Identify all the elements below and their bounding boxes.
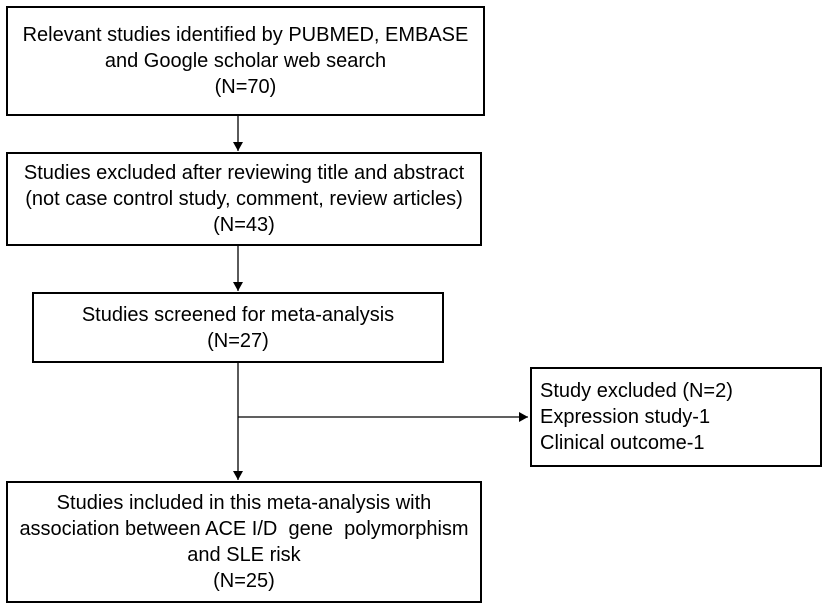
box-studies-excluded-title-abstract: Studies excluded after reviewing title a… — [6, 152, 482, 246]
box-side-excluded-line-3: Clinical outcome-1 — [540, 432, 705, 454]
box-excluded-count: (N=43) — [213, 214, 275, 236]
box-included-count: (N=25) — [213, 570, 275, 592]
box-screened-count: (N=27) — [207, 329, 269, 352]
box-studies-identified-line-2: and Google scholar web search — [104, 50, 387, 72]
box-included-line-3: and SLE risk — [187, 544, 301, 566]
box-excluded-line-2: (not case control study, comment, review… — [25, 188, 463, 210]
box-studies-identified-count: (N=70) — [214, 76, 277, 98]
box-studies-included: Studies included in this meta-analysis w… — [6, 481, 482, 603]
box-study-excluded-side: Study excluded (N=2) Expression study-1 … — [530, 367, 822, 467]
box-excluded-line-1: Studies excluded after reviewing title a… — [23, 162, 465, 184]
box-included-line-2: association between ACE I/D gene polymor… — [19, 518, 469, 540]
box-side-excluded-line-1: Study excluded (N=2) — [540, 380, 733, 402]
box-screened-line-1: Studies screened for meta-analysis — [81, 303, 395, 326]
box-side-excluded-line-2: Expression study-1 — [540, 406, 711, 428]
box-studies-screened: Studies screened for meta-analysis (N=27… — [32, 292, 444, 363]
box-included-line-1: Studies included in this meta-analysis w… — [56, 492, 432, 514]
box-studies-identified: Relevant studies identified by PUBMED, E… — [6, 6, 485, 116]
box-studies-identified-line-1: Relevant studies identified by PUBMED, E… — [22, 24, 469, 46]
